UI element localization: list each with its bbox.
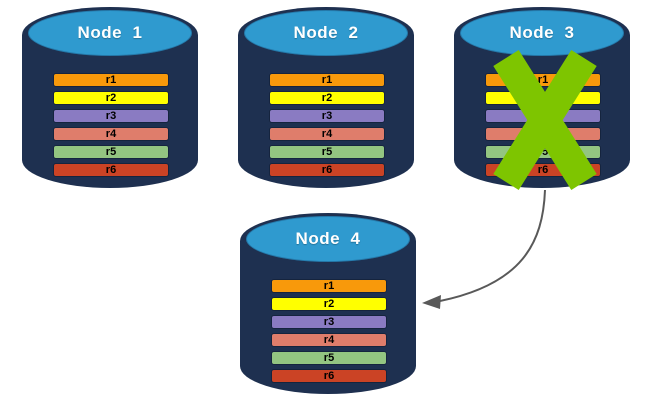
replica-row: r6: [269, 163, 385, 177]
replica-row: r6: [53, 163, 169, 177]
replica-row: r3: [269, 109, 385, 123]
replica-row: r3: [271, 315, 387, 329]
replica-row: r3: [53, 109, 169, 123]
node-4-replica-rows: r1 r2 r3 r4 r5 r6: [271, 279, 387, 387]
replica-row: r5: [269, 145, 385, 159]
replica-row-label: r1: [321, 73, 333, 86]
replica-row-label: r5: [105, 145, 117, 158]
replica-row-label: r5: [323, 351, 335, 364]
replica-row: r1: [269, 73, 385, 87]
replica-row: r1: [53, 73, 169, 87]
replica-row: r2: [269, 91, 385, 105]
node-2-title: Node 2: [293, 23, 359, 42]
replica-row-label: r3: [105, 109, 117, 122]
replica-row-label: r2: [105, 91, 117, 104]
node-4-cylinder-top: Node 4: [246, 216, 410, 262]
replica-row: r2: [53, 91, 169, 105]
replica-row: r2: [271, 297, 387, 311]
replica-row: r4: [271, 333, 387, 347]
replica-row-label: r6: [321, 163, 333, 176]
node-2-cylinder: Node 2 r1 r2 r3 r4 r5 r6: [238, 7, 414, 188]
replica-row: r6: [271, 369, 387, 383]
node-3-cylinder: Node 3 r1 r2 r3 r4 r5 r6: [454, 7, 630, 190]
replica-row-label: r4: [321, 127, 333, 140]
node-4-cylinder: Node 4 r1 r2 r3 r4 r5 r6: [240, 213, 416, 394]
replica-row-label: r2: [321, 91, 333, 104]
replica-row-label: r6: [537, 163, 549, 176]
replica-row: r5: [271, 351, 387, 365]
replica-row-label: r1: [537, 73, 549, 86]
replica-row-label: r6: [323, 369, 335, 382]
failure-x-icon: [493, 50, 597, 190]
node-4-title: Node 4: [295, 229, 361, 248]
replica-row: r4: [53, 127, 169, 141]
replica-row-label: r1: [105, 73, 117, 86]
node-2-cylinder-top: Node 2: [244, 10, 408, 56]
replica-row: r1: [271, 279, 387, 293]
replica-row: r5: [53, 145, 169, 159]
replica-row-label: r5: [537, 145, 549, 158]
node-1-cylinder-top: Node 1: [28, 10, 192, 56]
replica-row-label: r4: [105, 127, 117, 140]
node-2-replica-rows: r1 r2 r3 r4 r5 r6: [269, 73, 385, 181]
node-1-cylinder: Node 1 r1 r2 r3 r4 r5 r6: [22, 7, 198, 188]
replica-row-label: r5: [321, 145, 333, 158]
replica-row-label: r3: [321, 109, 333, 122]
node-3-cylinder-top: Node 3: [460, 10, 624, 56]
replica-row-label: r3: [323, 315, 335, 328]
node-1-replica-rows: r1 r2 r3 r4 r5 r6: [53, 73, 169, 181]
replica-row-label: r4: [323, 333, 335, 346]
replica-row-label: r2: [323, 297, 335, 310]
replica-row: r4: [269, 127, 385, 141]
replica-row-label: r6: [105, 163, 117, 176]
replica-row-label: r1: [323, 279, 335, 292]
node-1-title: Node 1: [77, 23, 143, 42]
node-3-title: Node 3: [509, 23, 575, 42]
